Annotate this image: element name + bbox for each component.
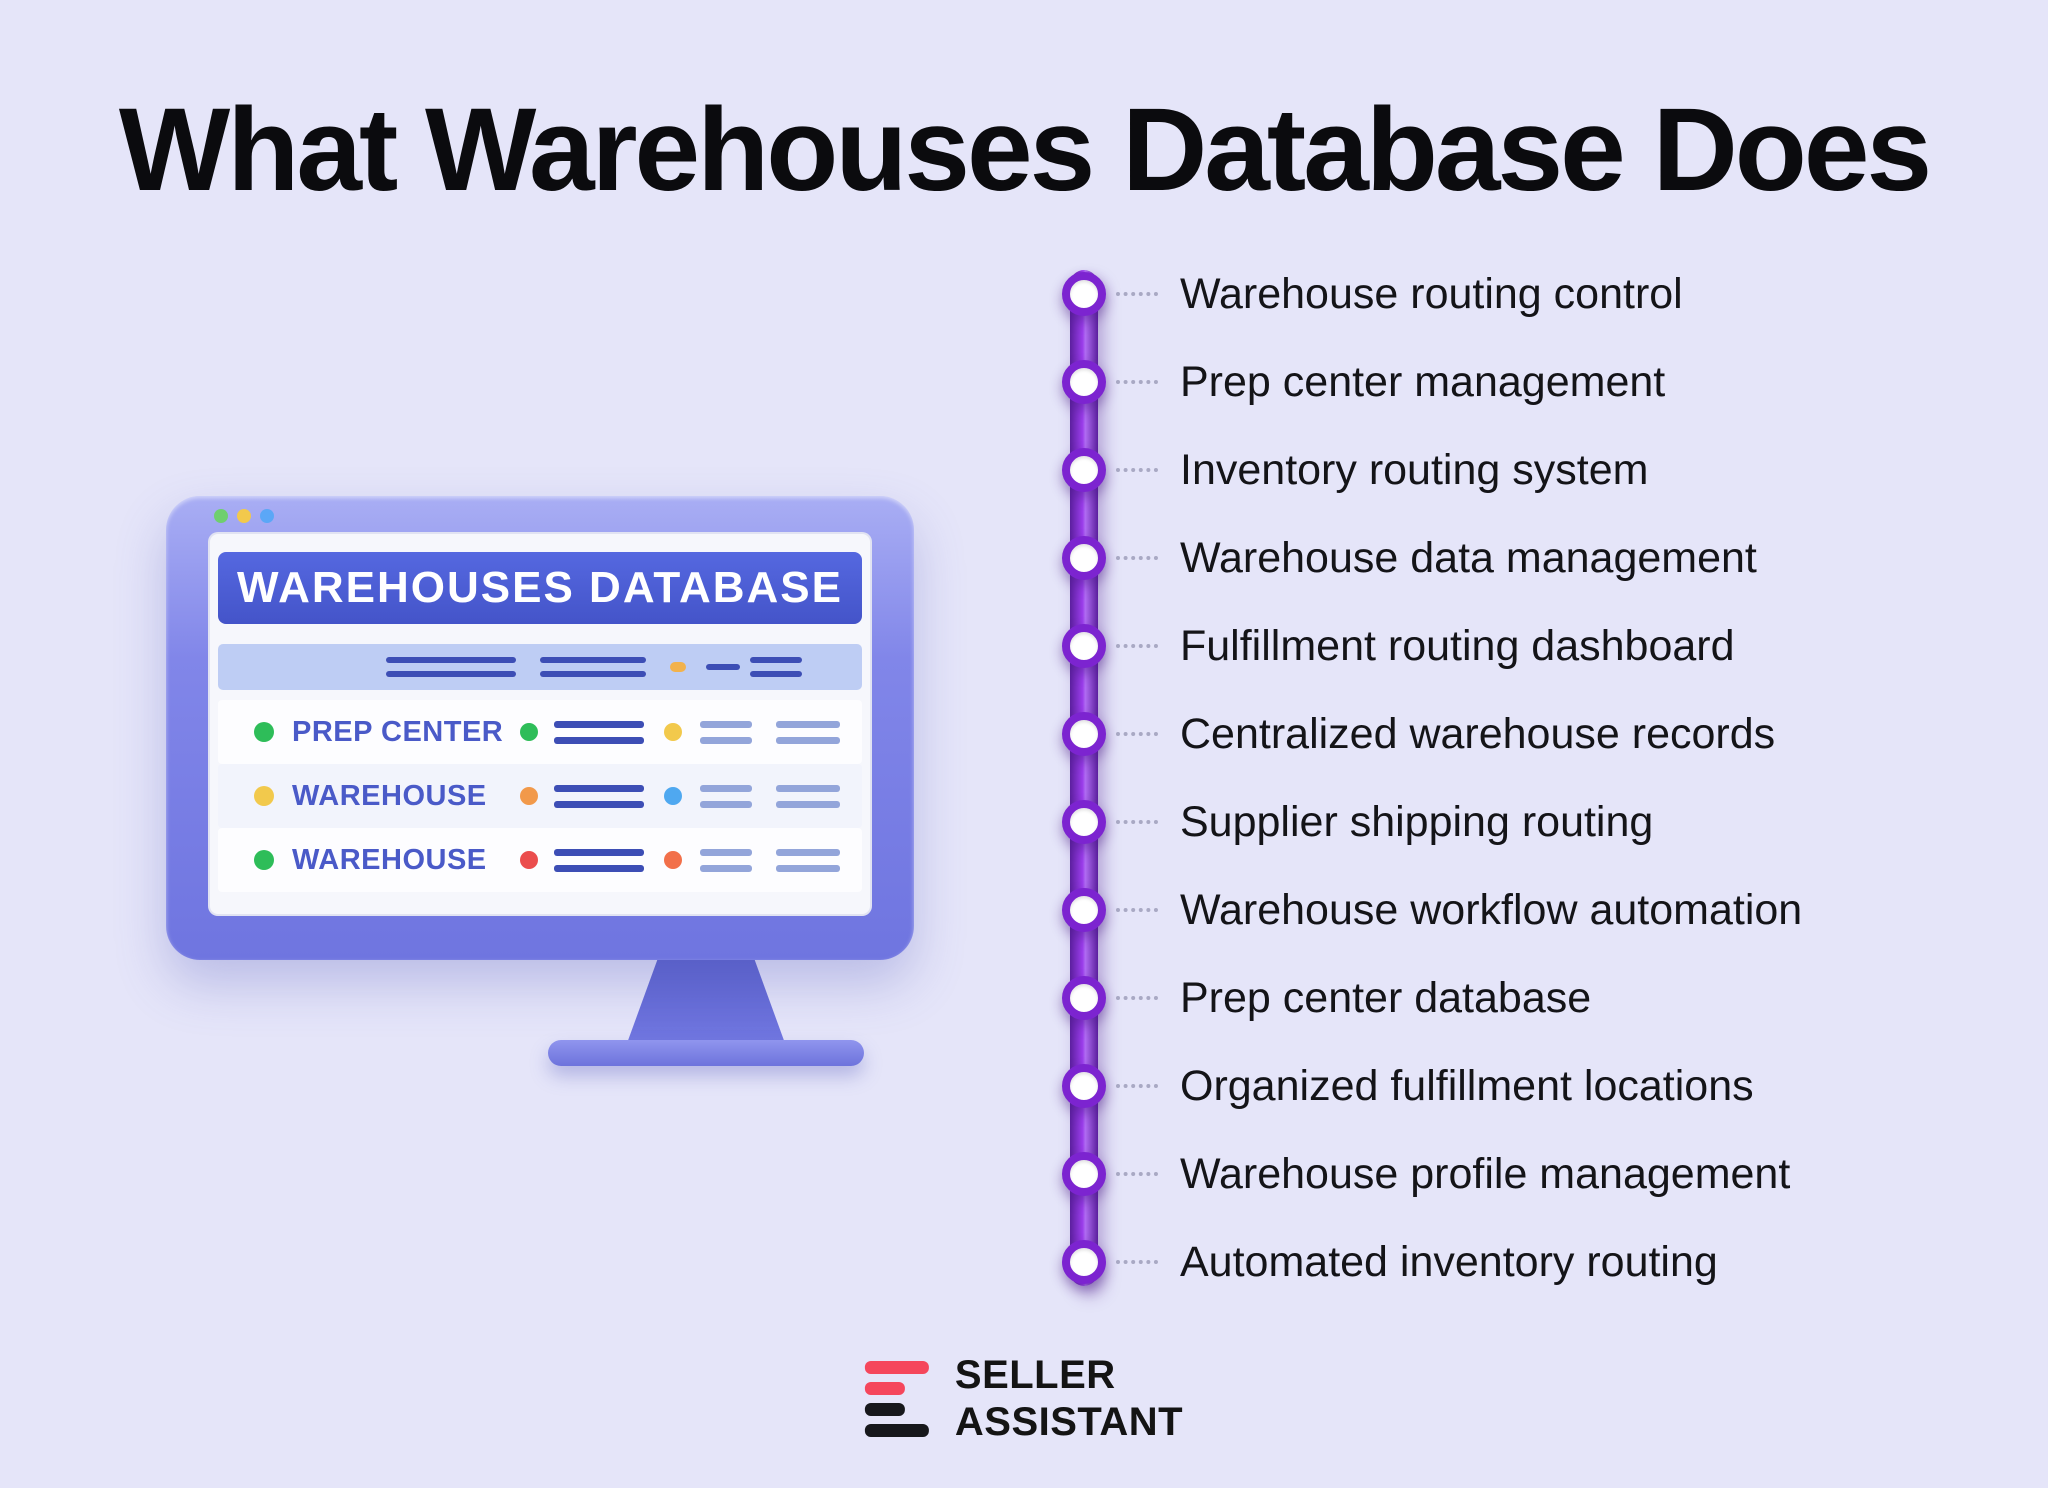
- warehouse-table: PREP CENTER WAREHOUSE: [218, 700, 862, 892]
- feature-label: Warehouse routing control: [1180, 269, 1683, 318]
- dotted-connector: [1116, 380, 1158, 384]
- window-controls: [214, 509, 274, 523]
- dotted-connector: [1116, 732, 1158, 736]
- timeline-node-icon: [1062, 272, 1106, 316]
- timeline-node-icon: [1062, 1152, 1106, 1196]
- toolbar-lines-icon: [540, 657, 646, 677]
- feature-item: Warehouse profile management: [1062, 1130, 1962, 1218]
- cell-dot-icon: [664, 787, 682, 805]
- logo-text: SELLER ASSISTANT: [955, 1352, 1183, 1446]
- feature-item: Warehouse data management: [1062, 514, 1962, 602]
- row-label: PREP CENTER: [292, 715, 504, 748]
- timeline-node-icon: [1062, 536, 1106, 580]
- dotted-connector: [1116, 1084, 1158, 1088]
- page-title: What Warehouses Database Does: [118, 84, 1932, 216]
- feature-label: Warehouse workflow automation: [1180, 885, 1803, 934]
- timeline-node-icon: [1062, 800, 1106, 844]
- feature-label: Automated inventory routing: [1180, 1237, 1718, 1286]
- toolbar-lines-icon: [386, 657, 516, 677]
- cell-dot-icon: [520, 723, 538, 741]
- timeline-node-icon: [1062, 712, 1106, 756]
- dotted-connector: [1116, 1172, 1158, 1176]
- logo-line-2: ASSISTANT: [954, 1400, 1184, 1445]
- dotted-connector: [1116, 556, 1158, 560]
- cell-lines-icon: [554, 720, 644, 744]
- window-dot-icon: [260, 509, 274, 523]
- dotted-connector: [1116, 1260, 1158, 1264]
- cell-dot-icon: [664, 723, 682, 741]
- cell-lines-icon: [776, 720, 840, 744]
- monitor-stand-base: [548, 1040, 864, 1066]
- cell-lines-icon: [700, 784, 752, 808]
- dotted-connector: [1116, 996, 1158, 1000]
- screen-toolbar: [218, 644, 862, 690]
- feature-item: Fulfillment routing dashboard: [1062, 602, 1962, 690]
- cell-dot-icon: [664, 851, 682, 869]
- feature-label: Prep center database: [1180, 973, 1592, 1022]
- timeline-node-icon: [1062, 888, 1106, 932]
- feature-item: Supplier shipping routing: [1062, 778, 1962, 866]
- timeline-node-icon: [1062, 1064, 1106, 1108]
- status-dot-icon: [254, 722, 274, 742]
- feature-item: Automated inventory routing: [1062, 1218, 1962, 1306]
- row-label: WAREHOUSE: [292, 779, 487, 812]
- cell-lines-icon: [554, 784, 644, 808]
- table-row: WAREHOUSE: [218, 764, 862, 828]
- feature-item: Warehouse routing control: [1062, 250, 1962, 338]
- status-dot-icon: [254, 786, 274, 806]
- toolbar-lines-icon: [706, 664, 740, 670]
- window-dot-icon: [214, 509, 228, 523]
- feature-timeline: Warehouse routing control Prep center ma…: [1062, 250, 1962, 1306]
- feature-label: Supplier shipping routing: [1180, 797, 1654, 846]
- cell-lines-icon: [554, 848, 644, 872]
- row-label: WAREHOUSE: [292, 843, 487, 876]
- dotted-connector: [1116, 908, 1158, 912]
- dotted-connector: [1116, 292, 1158, 296]
- timeline-node-icon: [1062, 976, 1106, 1020]
- feature-label: Fulfillment routing dashboard: [1180, 621, 1735, 670]
- table-row: PREP CENTER: [218, 700, 862, 764]
- logo-line-1: SELLER: [954, 1353, 1116, 1397]
- cell-lines-icon: [776, 784, 840, 808]
- window-dot-icon: [237, 509, 251, 523]
- feature-item: Organized fulfillment locations: [1062, 1042, 1962, 1130]
- toolbar-dot-icon: [670, 662, 686, 672]
- dotted-connector: [1116, 644, 1158, 648]
- feature-label: Organized fulfillment locations: [1180, 1061, 1754, 1110]
- dotted-connector: [1116, 820, 1158, 824]
- feature-label: Prep center management: [1180, 357, 1666, 406]
- monitor-frame: WAREHOUSES DATABASE PREP CENTER: [166, 496, 914, 960]
- seller-assistant-logo: SELLER ASSISTANT: [864, 1352, 1183, 1446]
- timeline-node-icon: [1062, 624, 1106, 668]
- seller-assistant-logo-icon: [864, 1361, 929, 1438]
- dotted-connector: [1116, 468, 1158, 472]
- feature-label: Warehouse data management: [1180, 533, 1757, 582]
- cell-lines-icon: [776, 848, 840, 872]
- cell-lines-icon: [700, 848, 752, 872]
- feature-item: Warehouse workflow automation: [1062, 866, 1962, 954]
- monitor-illustration: WAREHOUSES DATABASE PREP CENTER: [166, 496, 914, 1066]
- monitor-screen: WAREHOUSES DATABASE PREP CENTER: [208, 532, 872, 916]
- cell-dot-icon: [520, 851, 538, 869]
- status-dot-icon: [254, 850, 274, 870]
- cell-dot-icon: [520, 787, 538, 805]
- timeline-chain: [1070, 270, 1098, 1286]
- timeline-node-icon: [1062, 360, 1106, 404]
- toolbar-lines-icon: [750, 657, 802, 677]
- feature-item: Inventory routing system: [1062, 426, 1962, 514]
- feature-item: Centralized warehouse records: [1062, 690, 1962, 778]
- timeline-node-icon: [1062, 448, 1106, 492]
- screen-title-bar: WAREHOUSES DATABASE: [218, 552, 862, 624]
- timeline-node-icon: [1062, 1240, 1106, 1284]
- cell-lines-icon: [700, 720, 752, 744]
- monitor-stand-neck: [626, 958, 786, 1046]
- feature-item: Prep center database: [1062, 954, 1962, 1042]
- feature-label: Centralized warehouse records: [1180, 709, 1776, 758]
- feature-label: Warehouse profile management: [1180, 1149, 1791, 1198]
- table-row: WAREHOUSE: [218, 828, 862, 892]
- feature-label: Inventory routing system: [1180, 445, 1649, 494]
- feature-item: Prep center management: [1062, 338, 1962, 426]
